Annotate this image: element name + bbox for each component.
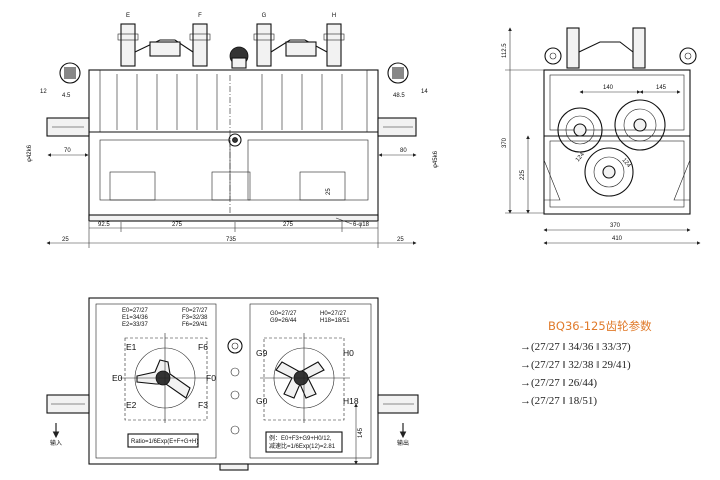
dim-12: 12 bbox=[40, 89, 47, 95]
dim-6-phi18: 6-φ18 bbox=[353, 222, 370, 228]
label-h: H bbox=[332, 13, 336, 19]
gear-g9: G9=26/44 bbox=[270, 318, 297, 324]
housing-outline bbox=[88, 69, 379, 221]
gear-e2: E2=33/37 bbox=[122, 322, 149, 328]
output-shaft-section bbox=[387, 62, 409, 84]
dim-70: 70 bbox=[64, 148, 71, 154]
ratio-formula-left: Ratio=1/6Exp(E+F+G+H) bbox=[131, 439, 198, 445]
label-f: F bbox=[198, 13, 202, 19]
dim-145-plan: 145 bbox=[358, 427, 364, 438]
right-gear-table: G0=27/27 G9=26/44 H0=27/27 H18=18/51 bbox=[270, 311, 350, 324]
right-shift-plate bbox=[260, 333, 350, 423]
gear-h0: H0=27/27 bbox=[320, 311, 347, 317]
pos-f6: F6 bbox=[198, 342, 208, 352]
gear-f0: F0=27/27 bbox=[182, 308, 208, 314]
side-view: 140 145 124 124 112.5 370 225 370 410 bbox=[502, 27, 701, 245]
dim-225: 225 bbox=[520, 169, 526, 180]
dim-124-right: 124 bbox=[620, 157, 631, 169]
output-label: 输出 bbox=[397, 439, 409, 447]
parameter-row-4: →(27/27 ‖ 18/51) bbox=[520, 395, 597, 407]
dim-25-left: 25 bbox=[62, 237, 69, 243]
left-shift-plate bbox=[120, 333, 210, 423]
dim-phi42k6: φ42k6 bbox=[27, 144, 33, 162]
dim-112-5: 112.5 bbox=[502, 43, 508, 58]
gear-h18: H18=18/51 bbox=[320, 318, 350, 324]
dim-25-right: 25 bbox=[397, 237, 404, 243]
dim-275-right: 275 bbox=[283, 222, 294, 228]
side-housing bbox=[543, 69, 691, 215]
input-label: 输入 bbox=[50, 439, 62, 447]
pos-e1: E1 bbox=[126, 342, 137, 352]
input-shaft-section bbox=[59, 62, 81, 84]
pos-e0: E0 bbox=[112, 373, 123, 383]
dim-124-left: 124 bbox=[575, 151, 586, 163]
gear-f3: F3=32/38 bbox=[182, 315, 208, 321]
gear-g0: G0=27/27 bbox=[270, 311, 297, 317]
dim-275-left: 275 bbox=[172, 222, 183, 228]
gear-parameters: BQ36-125齿轮参数 →(27/27 ‖ 34/36 ‖ 33/37) →(… bbox=[520, 319, 652, 407]
left-gear-table: E0=27/27 E1=34/36 E2=33/37 F0=27/27 F3=3… bbox=[122, 308, 208, 328]
dim-4-5: 4.5 bbox=[62, 93, 71, 99]
dim-48-5: 48.5 bbox=[393, 93, 405, 99]
dim-phi45k6: φ45k6 bbox=[433, 150, 439, 168]
pos-h0: H0 bbox=[343, 348, 354, 358]
gear-shaft-2 bbox=[614, 99, 666, 151]
right-position-labels: G9 G0 H0 H18 bbox=[256, 348, 359, 406]
parameter-row-1: →(27/27 ‖ 34/36 ‖ 33/37) bbox=[520, 341, 631, 353]
front-view: E F G H bbox=[27, 13, 439, 248]
plan-view: E0=27/27 E1=34/36 E2=33/37 F0=27/27 F3=3… bbox=[46, 297, 419, 471]
dim-80: 80 bbox=[400, 148, 407, 154]
dim-140: 140 bbox=[603, 85, 614, 91]
parameter-row-3: →(27/27 ‖ 26/44) bbox=[520, 377, 597, 389]
gear-shaft-1 bbox=[557, 107, 603, 153]
gear-e0: E0=27/27 bbox=[122, 308, 149, 314]
dim-735: 735 bbox=[226, 237, 237, 243]
pos-g9: G9 bbox=[256, 348, 268, 358]
pos-g0: G0 bbox=[256, 396, 268, 406]
dim-410: 410 bbox=[612, 236, 623, 242]
dim-370-horizontal: 370 bbox=[610, 223, 621, 229]
pos-f0: F0 bbox=[206, 373, 216, 383]
dim-370-vertical: 370 bbox=[502, 137, 508, 148]
label-g: G bbox=[262, 13, 267, 19]
parameter-row-2: →(27/27 ‖ 32/38 ‖ 29/41) bbox=[520, 359, 631, 371]
gear-e1: E1=34/36 bbox=[122, 315, 149, 321]
ratio-example-line2: 减速比=1/6Exp(12)=2.81 bbox=[269, 442, 336, 450]
label-e: E bbox=[126, 13, 130, 19]
shift-handles bbox=[117, 23, 345, 69]
dim-92-5: 92.5 bbox=[98, 222, 110, 228]
pos-f3: F3 bbox=[198, 400, 208, 410]
dim-145-side: 145 bbox=[656, 85, 667, 91]
shift-position-labels: E F G H bbox=[126, 13, 336, 19]
parameters-title: BQ36-125齿轮参数 bbox=[548, 319, 652, 333]
pos-h18: H18 bbox=[343, 396, 359, 406]
gear-shaft-3 bbox=[584, 147, 634, 197]
dim-25-vertical: 25 bbox=[326, 188, 332, 195]
pos-e2: E2 bbox=[126, 400, 137, 410]
left-position-labels: E1 E0 E2 F6 F0 F3 bbox=[112, 342, 216, 410]
ratio-example-line1: 例：E0+F3+G9+H0/12, bbox=[269, 434, 332, 442]
dim-14: 14 bbox=[421, 89, 428, 95]
gear-f6: F6=29/41 bbox=[182, 322, 208, 328]
